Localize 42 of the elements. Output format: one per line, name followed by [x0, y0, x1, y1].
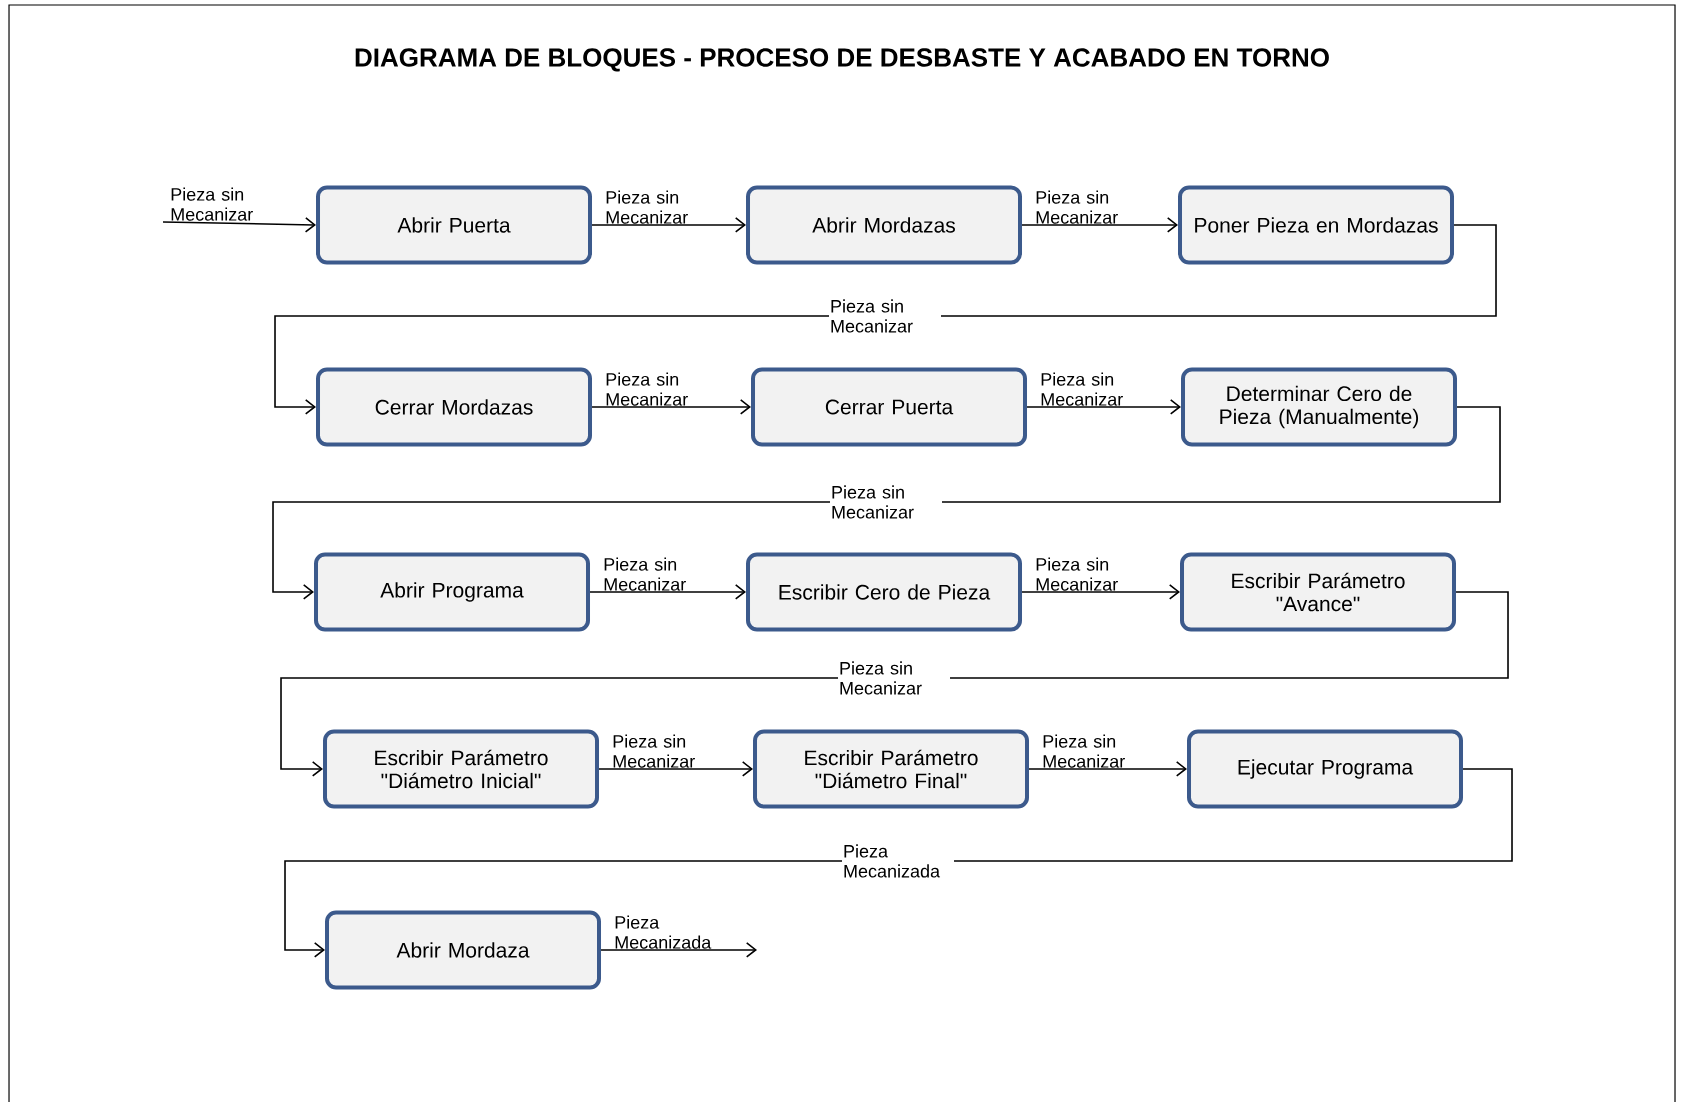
- process-box: Escribir Cero de Pieza: [746, 552, 1022, 632]
- edge-label: Pieza sin Mecanizar: [606, 372, 688, 406]
- edge-label: Pieza sin Mecanizar: [838, 660, 950, 696]
- arrow: [272, 406, 1501, 600]
- process-box: Escribir Parámetro "Diámetro Final": [753, 729, 1029, 809]
- edge-label: Pieza sin Mecanizar: [606, 190, 688, 224]
- process-box: Poner Pieza en Mordazas: [1178, 185, 1454, 265]
- arrow: [1026, 399, 1181, 415]
- process-box: Determinar Cero de Pieza (Manualmente): [1181, 367, 1457, 447]
- arrow: [591, 399, 751, 415]
- process-box: Escribir Parámetro "Diámetro Inicial": [323, 729, 599, 809]
- edge-label: Pieza sin Mecanizar: [171, 187, 253, 221]
- arrow: [1028, 761, 1187, 777]
- edge-label: Pieza Mecanizada: [615, 915, 712, 949]
- process-box: Ejecutar Programa: [1187, 729, 1463, 809]
- process-box: Abrir Puerta: [316, 185, 592, 265]
- arrow: [1021, 217, 1178, 233]
- arrow: [598, 761, 753, 777]
- arrow: [591, 217, 746, 233]
- edge-label: Pieza Mecanizada: [842, 843, 954, 879]
- process-box: Abrir Mordaza: [325, 910, 601, 990]
- arrow: [589, 584, 746, 600]
- edge-label: Pieza sin Mecanizar: [830, 484, 942, 520]
- edge-label: Pieza sin Mecanizar: [1036, 557, 1118, 591]
- edge-label: Pieza sin Mecanizar: [829, 298, 941, 334]
- arrow: [274, 224, 1497, 415]
- edge-label: Pieza sin Mecanizar: [604, 557, 686, 591]
- process-box: Escribir Parámetro "Avance": [1180, 552, 1456, 632]
- process-box: Abrir Mordazas: [746, 185, 1022, 265]
- process-box: Cerrar Mordazas: [316, 367, 592, 447]
- arrow: [600, 942, 757, 958]
- process-box: Abrir Programa: [314, 552, 590, 632]
- title: DIAGRAMA DE BLOQUES - PROCESO DE DESBASTE Y ACABADO EN TORNO: [355, 48, 1329, 72]
- edge-label: Pieza sin Mecanizar: [613, 734, 695, 768]
- edge-label: Pieza sin Mecanizar: [1043, 734, 1125, 768]
- edge-label: Pieza sin Mecanizar: [1036, 190, 1118, 224]
- arrow: [1021, 584, 1180, 600]
- arrow: [162, 217, 316, 233]
- edge-label: Pieza sin Mecanizar: [1041, 372, 1123, 406]
- arrow: [280, 591, 1509, 777]
- process-box: Cerrar Puerta: [751, 367, 1027, 447]
- arrow: [284, 768, 1513, 958]
